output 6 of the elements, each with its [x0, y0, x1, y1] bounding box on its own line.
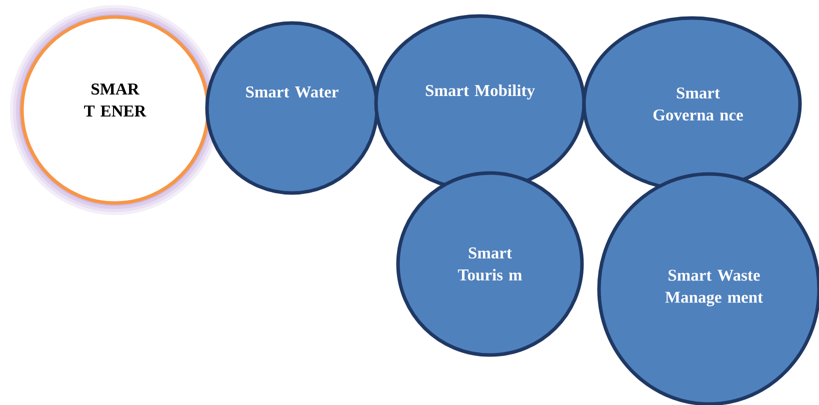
circle-node: Smart Mobility	[374, 14, 586, 192]
circle-node: Smart Touris m	[396, 171, 584, 357]
circle-node: SMAR T ENER	[10, 5, 220, 215]
circle-node: Smart Waste Manage ment	[597, 172, 819, 405]
circle-node: Smart Water	[205, 21, 379, 195]
circle-node: Smart Governa nce	[582, 16, 802, 192]
